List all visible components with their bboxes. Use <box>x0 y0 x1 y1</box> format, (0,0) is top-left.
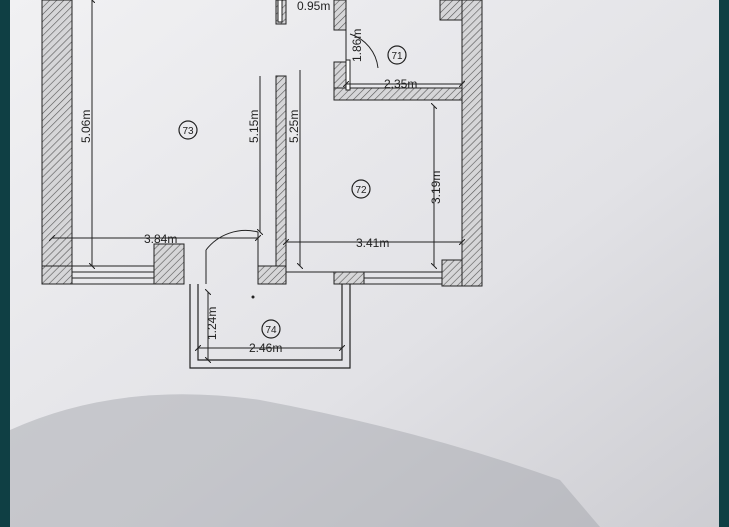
room-number-72: 72 <box>355 185 367 196</box>
dim-room73-width: 3.84m <box>144 232 177 246</box>
room-number-71: 71 <box>391 51 403 62</box>
doors <box>205 0 379 284</box>
dim-room73-inner-depth: 5.15m <box>247 110 261 143</box>
walls <box>41 0 483 287</box>
dim-balcony-width: 2.46m <box>249 341 282 355</box>
dim-bath-width: 2.35m <box>384 77 417 91</box>
dim-room73-depth: 5.06m <box>79 110 93 143</box>
room-numbers: 73 72 71 74 <box>182 51 403 336</box>
dim-bath-depth: 1.86m <box>350 29 364 62</box>
dim-balcony-depth: 1.24m <box>205 307 219 340</box>
dim-corridor-width: 0.95m <box>297 0 330 13</box>
dim-room72-inner-depth: 3.19m <box>429 171 443 204</box>
room-number-74: 74 <box>265 325 277 336</box>
room-markers <box>178 45 407 339</box>
dim-room72-width: 3.41m <box>356 236 389 250</box>
dim-room72-depth: 5.25m <box>287 110 301 143</box>
balcony-outline <box>189 284 351 369</box>
shadow-area <box>10 394 600 527</box>
pen-dot <box>251 295 255 299</box>
room-number-73: 73 <box>182 126 194 137</box>
dimension-lines <box>52 0 462 360</box>
dimension-labels: 0.95m 1.86m 2.35m 5.06m 5.15m 5.25m 3.19… <box>79 0 443 355</box>
window-lines <box>72 265 442 285</box>
